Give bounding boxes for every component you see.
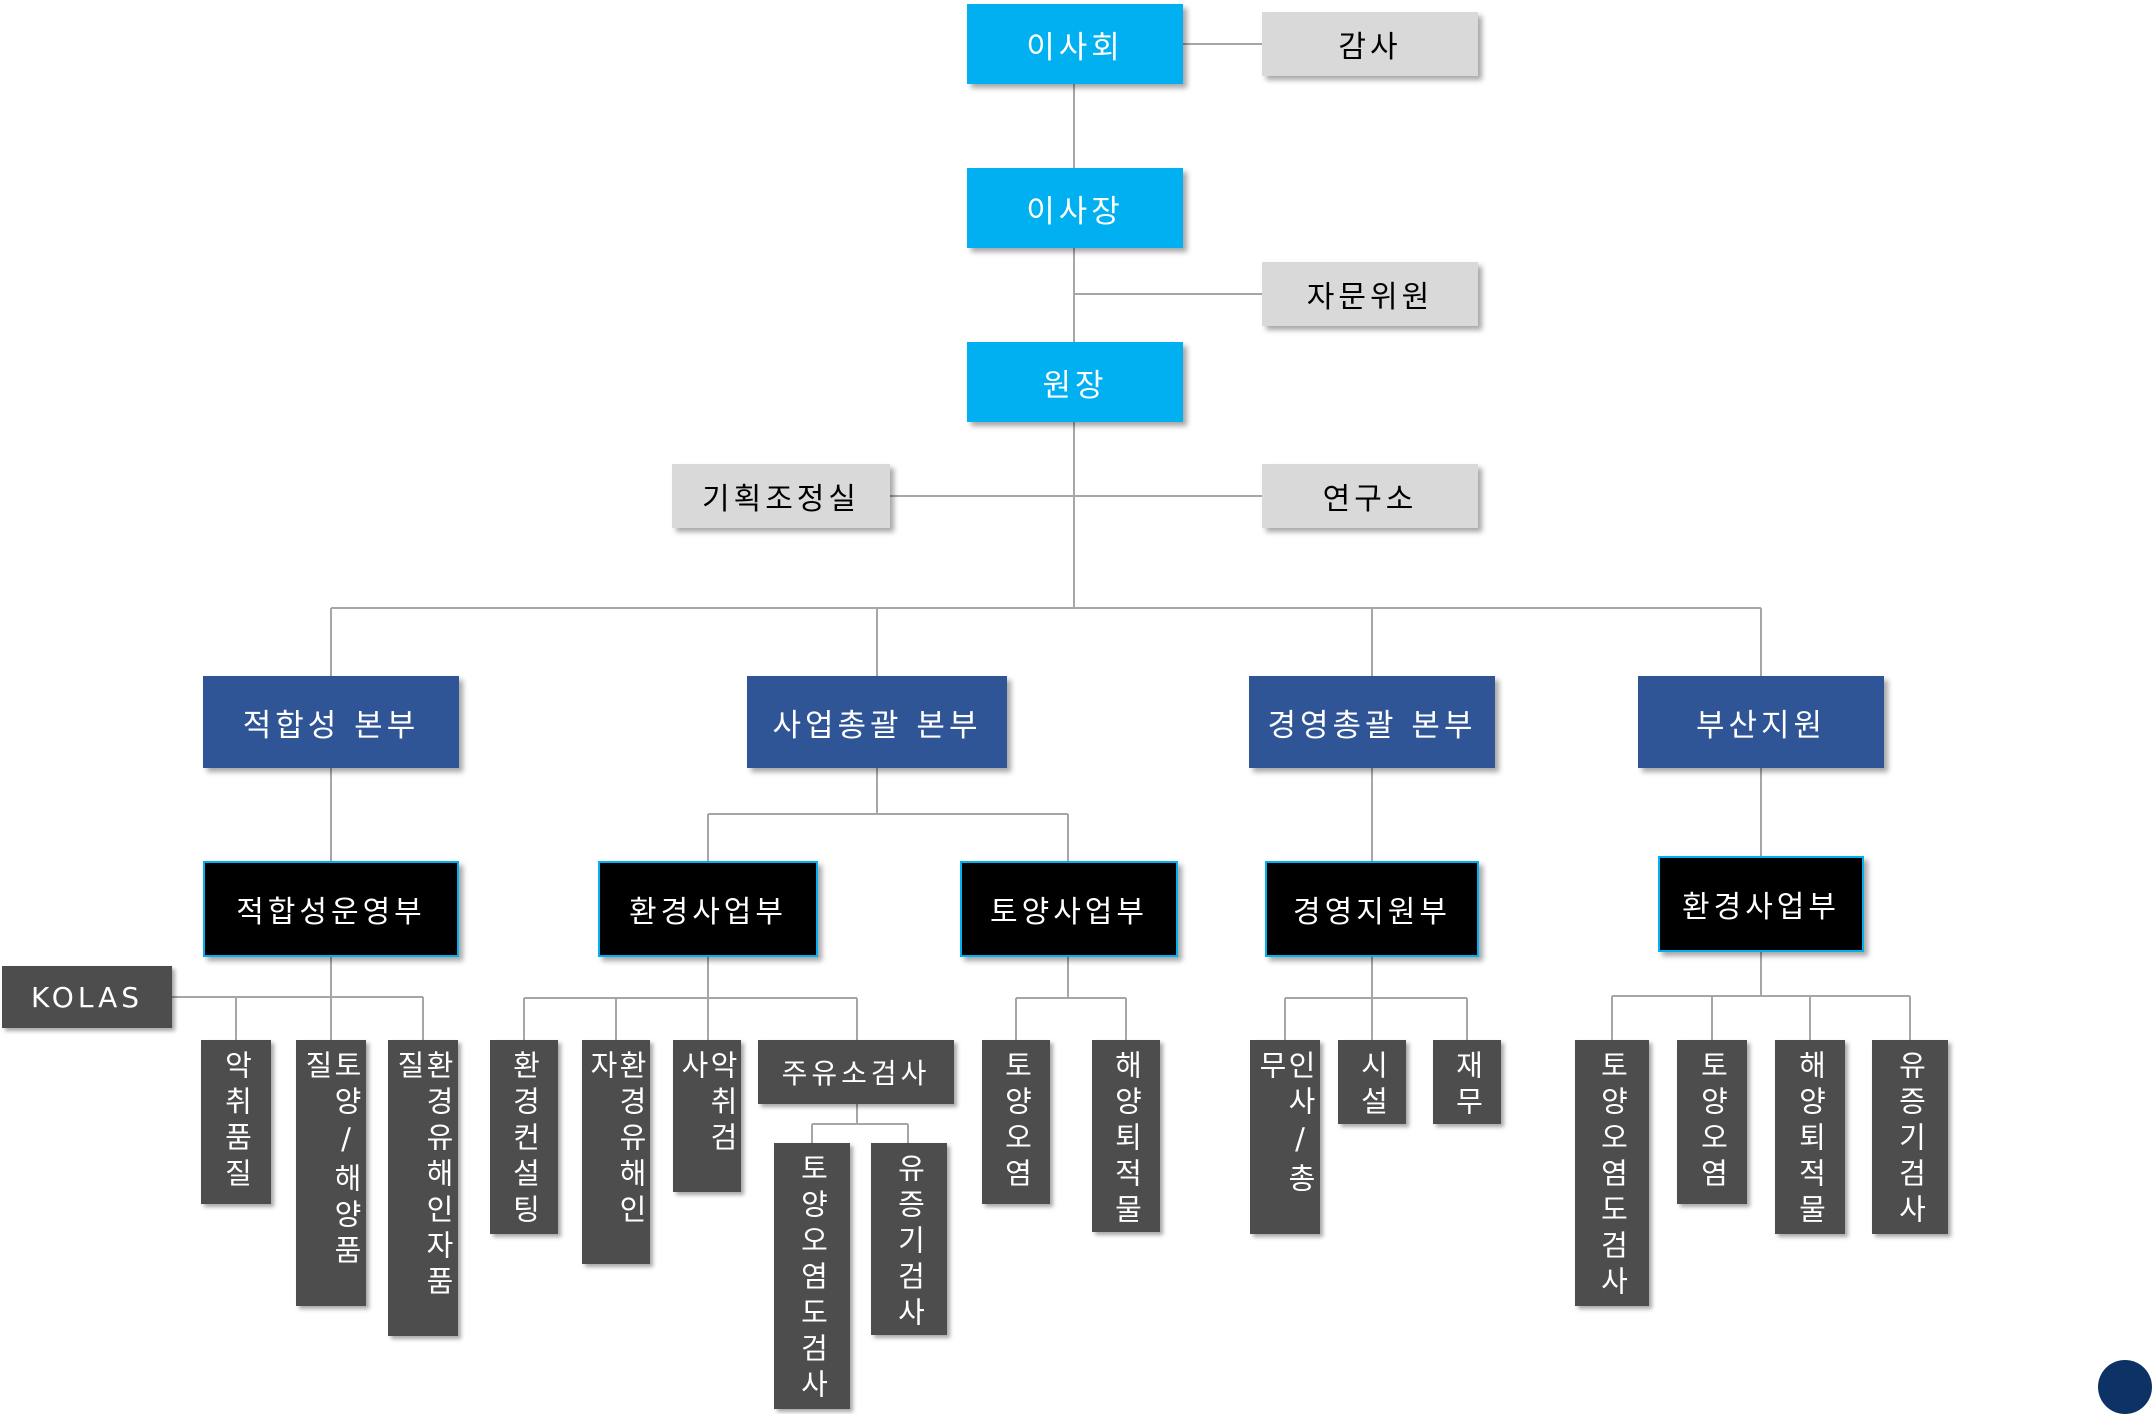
team-label: 토양오염 bbox=[999, 1050, 1034, 1194]
team-label: 토양오염도검사 bbox=[1595, 1050, 1630, 1302]
team-box: 토양오염도검사 bbox=[774, 1143, 850, 1409]
team-label: 해양퇴적물 bbox=[1793, 1050, 1828, 1230]
auditor-box: 감사 bbox=[1262, 12, 1478, 76]
team-label: 토양오염도검사 bbox=[795, 1153, 830, 1405]
team-label: 시설 bbox=[1355, 1050, 1390, 1122]
team-label: 인사/총무 bbox=[1254, 1050, 1317, 1199]
director-box: 원장 bbox=[967, 342, 1183, 422]
busan-environment-business-dept-box: 환경사업부 bbox=[1658, 856, 1864, 952]
team-box: 환경유해인자품질 bbox=[388, 1040, 458, 1336]
team-box: 인사/총무 bbox=[1250, 1040, 1320, 1234]
business-hq-box: 사업총괄 본부 bbox=[747, 676, 1007, 768]
team-box: 환경유해인자 bbox=[582, 1040, 650, 1264]
team-box: 유증기검사 bbox=[871, 1143, 947, 1335]
management-support-dept-box: 경영지원부 bbox=[1265, 861, 1479, 957]
team-label: 환경유해인자품질 bbox=[392, 1050, 455, 1302]
team-label: 재무 bbox=[1450, 1050, 1485, 1122]
team-label: 해양퇴적물 bbox=[1109, 1050, 1144, 1230]
team-label: 토양/해양품질 bbox=[300, 1050, 363, 1271]
team-box: 토양/해양품질 bbox=[296, 1040, 366, 1306]
team-box: 토양오염 bbox=[1677, 1040, 1747, 1204]
team-label: 악취품질 bbox=[219, 1050, 254, 1194]
advisor-box: 자문위원 bbox=[1262, 262, 1478, 326]
soil-business-dept-box: 토양사업부 bbox=[960, 861, 1178, 957]
team-box: 해양퇴적물 bbox=[1092, 1040, 1160, 1232]
environment-business-dept-box: 환경사업부 bbox=[598, 861, 818, 957]
gas-station-inspection-box: 주유소검사 bbox=[758, 1040, 954, 1104]
team-label: 환경컨설팅 bbox=[507, 1050, 542, 1230]
research-institute-box: 연구소 bbox=[1262, 464, 1478, 528]
team-label: 악취검사 bbox=[676, 1050, 739, 1158]
team-label: 유증기검사 bbox=[1893, 1050, 1928, 1230]
team-box: 악취검사 bbox=[673, 1040, 741, 1192]
team-box: 시설 bbox=[1338, 1040, 1406, 1124]
team-box: 악취품질 bbox=[201, 1040, 271, 1204]
conformity-operations-dept-box: 적합성운영부 bbox=[203, 861, 459, 957]
team-label: 유증기검사 bbox=[892, 1153, 927, 1333]
corner-dot-decoration bbox=[2098, 1360, 2152, 1414]
chairman-box: 이사장 bbox=[967, 168, 1183, 248]
planning-office-box: 기획조정실 bbox=[672, 464, 890, 528]
team-box: 해양퇴적물 bbox=[1775, 1040, 1845, 1234]
busan-branch-box: 부산지원 bbox=[1638, 676, 1884, 768]
team-box: 토양오염도검사 bbox=[1575, 1040, 1649, 1306]
board-box: 이사회 bbox=[967, 4, 1183, 84]
team-label: 토양오염 bbox=[1695, 1050, 1730, 1194]
conformity-hq-box: 적합성 본부 bbox=[203, 676, 459, 768]
team-box: 환경컨설팅 bbox=[490, 1040, 558, 1234]
management-hq-box: 경영총괄 본부 bbox=[1249, 676, 1495, 768]
team-box: 재무 bbox=[1433, 1040, 1501, 1124]
team-label: 환경유해인자 bbox=[585, 1050, 648, 1230]
team-box: 유증기검사 bbox=[1872, 1040, 1948, 1234]
kolas-box: KOLAS bbox=[2, 966, 172, 1028]
team-box: 토양오염 bbox=[982, 1040, 1050, 1204]
